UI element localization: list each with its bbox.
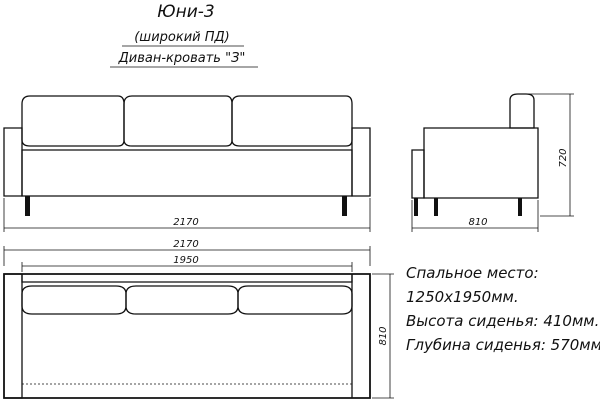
front-leg-right (342, 196, 347, 216)
front-back-cushion-1 (21, 95, 125, 147)
top-back-strip (21, 274, 353, 283)
top-cushion-2 (125, 285, 239, 315)
front-back-cushion-2 (123, 95, 233, 147)
spec-sleeping-area-heading: Спальное место: (406, 264, 539, 282)
front-back-cushion-3 (231, 95, 353, 147)
sofa-subtitle-type: Диван-кровать "З" (118, 51, 246, 66)
top-depth-label: 810 (378, 326, 389, 345)
side-depth-label: 810 (468, 217, 487, 228)
side-leg-front (414, 198, 418, 216)
top-total-width-label: 2170 (173, 239, 198, 250)
sofa-title: Юни-3 (157, 2, 214, 22)
sofa-subtitle-wide: (широкий ПД) (134, 30, 230, 45)
front-width-label: 2170 (173, 217, 198, 228)
side-leg-back (518, 198, 522, 216)
side-view: 810 720 (411, 93, 574, 232)
top-view: 2170 1950 810 (3, 239, 394, 399)
side-front-arm (411, 149, 425, 199)
front-right-armrest (351, 127, 371, 197)
top-cushion-3 (237, 285, 353, 315)
side-back-cushion (509, 93, 535, 129)
top-left-armrest (4, 273, 23, 399)
specs-block: Спальное место: 1250x1950мм. Высота сиде… (406, 264, 600, 354)
top-outer-body (3, 273, 371, 399)
top-inner-width-label: 1950 (173, 255, 198, 266)
header: Юни-3 (широкий ПД) Диван-кровать "З" (110, 2, 258, 68)
side-body (423, 127, 539, 199)
top-cushion-1 (21, 285, 127, 315)
spec-seat-height: Высота сиденья: 410мм. (406, 312, 599, 330)
front-seat-base (21, 149, 353, 197)
front-view: 2170 (3, 95, 371, 232)
spec-seat-depth: Глубина сиденья: 570мм. (406, 336, 600, 354)
side-leg-mid (434, 198, 438, 216)
front-leg-left (25, 196, 30, 216)
side-height-label: 720 (558, 148, 569, 167)
front-left-armrest (3, 127, 23, 197)
spec-sleeping-area-value: 1250x1950мм. (406, 288, 519, 306)
